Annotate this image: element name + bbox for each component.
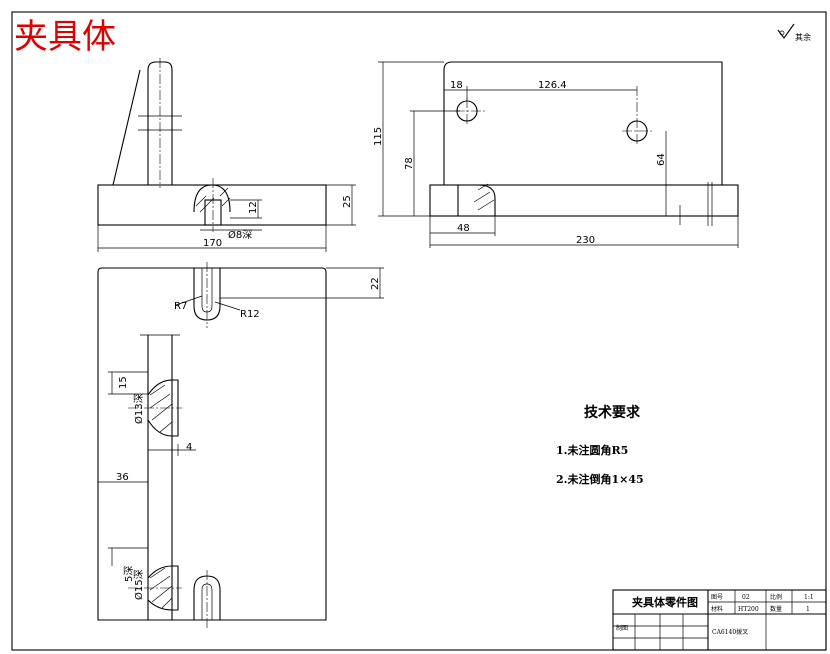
dim-78: 78 [404,157,415,170]
dim-18: 18 [450,80,463,91]
roughness-label: 其余 [795,32,811,42]
dim-48: 48 [457,223,470,234]
dim-r12: R12 [240,309,260,320]
dim-15: 15 [118,376,129,389]
tech-item-2: 2.未注倒角1×45 [556,472,644,486]
dim-dia8: Ø8深 [228,229,252,241]
tb-qty-label: 数量 [770,605,782,613]
tb-material: HT200 [738,606,759,613]
tech-requirements: 技术要求 1.未注圆角R5 2.未注倒角1×45 [556,404,644,486]
side-view: 115 78 64 18 126.4 48 230 [373,61,739,248]
tb-material-label: 材料 [711,605,723,613]
top-view: 22 R7 R12 15 Ø13深 4 36 5深 Ø15深 [97,262,384,630]
tb-scale: 1:1 [804,594,814,601]
drawing-title: 夹具体 [14,17,116,57]
drawing-border [11,11,827,651]
dim-170: 170 [203,238,222,249]
dim-230: 230 [576,235,595,246]
tb-part-name: CA6140拨叉 [712,628,748,636]
tech-item-1: 1.未注圆角R5 [556,443,628,457]
dim-22: 22 [370,277,381,290]
dim-4: 4 [186,442,192,453]
tb-drawing-no-label: 图号 [711,594,723,601]
tb-design-label: 制图 [616,624,628,632]
tb-qty: 1 [806,606,810,613]
dim-64: 64 [656,153,667,166]
title-block-name: 夹具体零件图 [632,595,698,609]
roughness-symbol: 其余 [777,23,811,42]
dim-25: 25 [342,195,353,208]
dim-115: 115 [373,127,384,146]
tech-heading: 技术要求 [584,404,641,421]
dim-12: 12 [248,201,259,214]
title-block: 夹具体零件图 图号 02 比例 1:1 材料 HT200 数量 1 制图 CA6… [612,589,827,651]
dim-5: 5深 [123,566,135,582]
dim-126-4: 126.4 [538,80,567,91]
dim-dia15: Ø15深 [133,569,145,600]
dim-dia13: Ø13深 [133,393,145,424]
dim-r7: R7 [174,301,187,312]
tb-scale-label: 比例 [770,593,782,601]
dim-36: 36 [116,472,129,483]
front-view: 25 170 12 Ø8深 [97,58,356,252]
tb-drawing-no: 02 [742,594,750,601]
